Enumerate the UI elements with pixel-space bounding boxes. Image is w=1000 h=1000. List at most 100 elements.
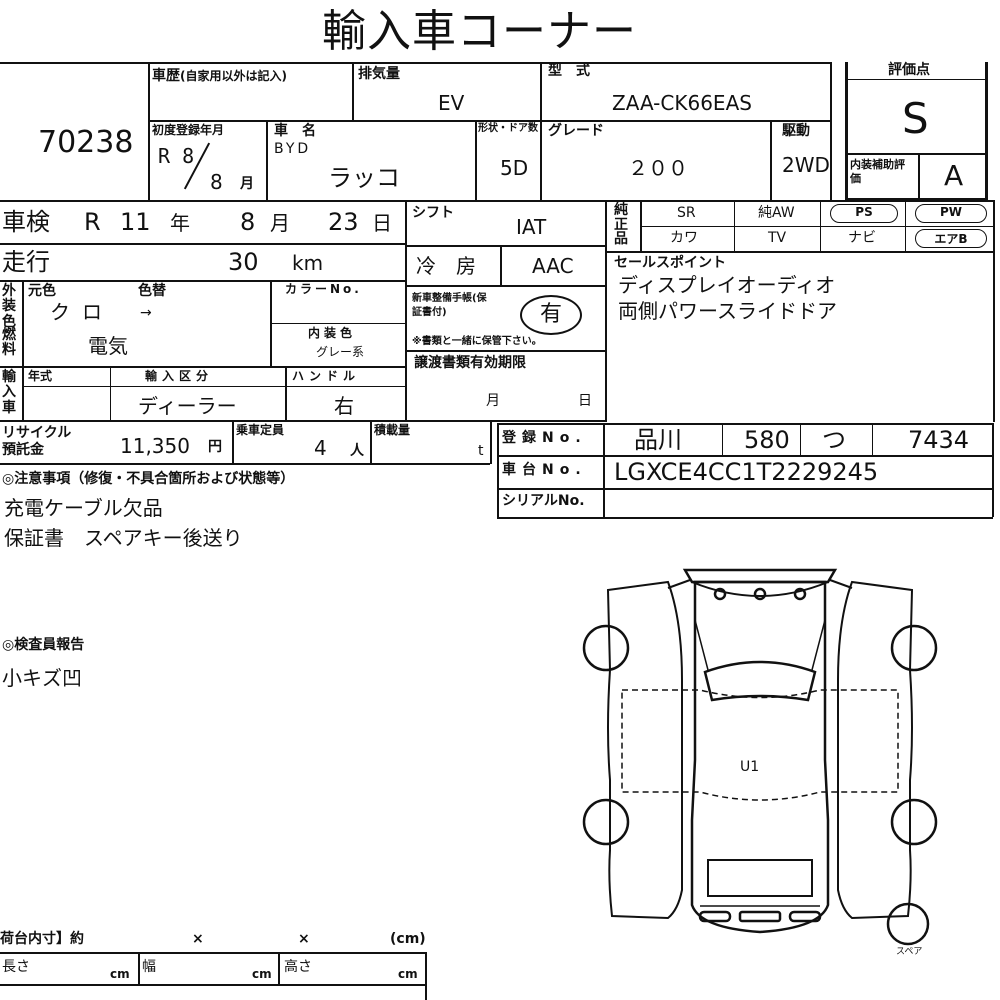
- damage-mark-u1: U1: [740, 759, 760, 775]
- inspection-year-unit: 年: [170, 211, 190, 235]
- inspection-month-unit: 月: [270, 211, 290, 235]
- interior-color-label: 内装色: [308, 326, 357, 340]
- chassis-label: 車台No.: [502, 462, 587, 478]
- equip-leather: カワ: [670, 230, 698, 246]
- cargo-height-label: 高さ: [284, 959, 312, 975]
- score-value: S: [902, 94, 929, 143]
- recycle-label-2: 預託金: [2, 442, 44, 458]
- page-title: 輸入車コーナー: [322, 6, 637, 57]
- wheel-front-left: [582, 624, 630, 672]
- serial-label: シリアルNo.: [502, 493, 585, 509]
- exterior-color-side-label: 外装色: [2, 283, 16, 330]
- inspector-line-1: 小キズ凹: [2, 666, 82, 690]
- name-label: 車 名: [274, 123, 316, 139]
- color-change: →: [140, 305, 152, 321]
- original-color: クロ: [50, 300, 114, 324]
- cargo-length-label: 長さ: [2, 959, 30, 975]
- cargo-label: 荷台内寸】約: [0, 931, 84, 947]
- car-diagram: [582, 568, 938, 946]
- registration-area: 品川: [634, 426, 682, 454]
- capacity-unit: 人: [350, 443, 364, 459]
- warranty-value-circle: 有: [520, 295, 582, 335]
- note-line-1: 充電ケーブル欠品: [4, 496, 163, 520]
- wheel-rear-left: [582, 798, 630, 846]
- lot-number: 70238: [38, 125, 134, 160]
- inspector-label: ◎検査員報告: [2, 637, 85, 653]
- model-code: ZAA-CK66EAS: [612, 91, 752, 115]
- interior-score-label: 内装補助評価: [850, 158, 905, 186]
- equip-alloy: 純AW: [758, 205, 795, 221]
- interior-score-value: A: [944, 159, 964, 192]
- transfer-label: 譲渡書類有効期限: [414, 355, 526, 371]
- handle-value: 右: [334, 394, 354, 418]
- registration-class: 580: [744, 426, 790, 454]
- rear-window: [707, 859, 813, 897]
- drive-value: 2WD: [782, 153, 830, 177]
- shift-label: シフト: [412, 205, 454, 221]
- history-label: 車歴(自家用以外は記入): [152, 67, 287, 83]
- doors-value: 5D: [500, 156, 529, 180]
- grade-value: ２００: [628, 156, 688, 180]
- displacement-label: 排気量: [358, 66, 400, 82]
- transfer-month-unit: 月: [486, 393, 500, 409]
- import-year-label: 年式: [28, 369, 53, 383]
- import-type-label: 輸入区分: [145, 369, 214, 383]
- cargo-times-2: ×: [298, 931, 310, 947]
- first-reg-month-unit: 月: [240, 176, 254, 192]
- drive-label: 駆動: [782, 123, 810, 139]
- cargo-height-unit: cm: [398, 967, 418, 981]
- notes-label: ◎注意事項（修復・不具合箇所および状態等）: [2, 471, 295, 487]
- cargo-width-unit: cm: [252, 967, 272, 981]
- sales-point-1: ディスプレイオーディオ: [618, 273, 836, 297]
- inspection-month: 8: [240, 208, 256, 236]
- mileage-label: 走行: [2, 248, 50, 276]
- equip-airbag: エアB: [915, 229, 987, 248]
- registration-number: 7434: [908, 426, 970, 454]
- history-note: (自家用以外は記入): [180, 69, 287, 83]
- wheel-front-right: [890, 624, 938, 672]
- ac-value: AAC: [532, 254, 574, 278]
- equip-airbag-text: エアB: [934, 232, 968, 246]
- roof-dashed: [621, 689, 899, 801]
- inspection-day: 23: [328, 208, 359, 236]
- car-body: [690, 580, 830, 934]
- score-label: 評価点: [888, 62, 930, 78]
- equip-tv: TV: [768, 230, 787, 246]
- capacity-label: 乗車定員: [236, 423, 285, 437]
- car-name: ラッコ: [328, 164, 400, 192]
- equip-pw-text: PW: [939, 205, 963, 219]
- ac-label: 冷 房: [416, 254, 476, 278]
- color-change-label: 色替: [138, 283, 166, 299]
- equip-ps-text: PS: [855, 205, 873, 219]
- sales-points-label: セールスポイント: [614, 255, 726, 271]
- inspection-era: R: [84, 208, 101, 236]
- equipment-label: 純正品: [614, 202, 628, 248]
- maker-name: BYD: [274, 141, 312, 157]
- first-reg-year: R 8: [158, 144, 195, 168]
- registration-label: 登録No.: [502, 430, 587, 446]
- fuel-side-label: 燃料: [2, 327, 16, 359]
- displacement-value: EV: [438, 91, 465, 115]
- note-line-2: 保証書 スペアキー後送り: [4, 526, 243, 550]
- interior-color: グレー系: [316, 345, 365, 359]
- windshield: [703, 660, 817, 702]
- spare-label: スペア: [896, 947, 923, 957]
- model-label: 型 式: [548, 63, 590, 79]
- front-bumper: [682, 568, 838, 584]
- warranty-value: 有: [539, 302, 562, 327]
- capacity-value: 4: [314, 436, 327, 460]
- import-type: ディーラー: [138, 394, 237, 418]
- right-panel: [837, 580, 914, 920]
- handle-label: ハンドル: [292, 369, 361, 383]
- mileage-value: 30: [228, 248, 259, 276]
- mileage-unit: km: [292, 251, 324, 275]
- original-color-label: 元色: [28, 283, 56, 299]
- equip-navi: ナビ: [848, 230, 876, 246]
- chassis-value: LGXCE4CC1T2229245: [614, 458, 879, 486]
- transfer-day-unit: 日: [578, 393, 592, 409]
- load-label: 積載量: [374, 423, 411, 437]
- cargo-times-1: ×: [192, 931, 204, 947]
- sales-point-2: 両側パワースライドドア: [618, 299, 837, 323]
- registration-kana: つ: [822, 426, 846, 454]
- inspection-label: 車検: [2, 208, 50, 236]
